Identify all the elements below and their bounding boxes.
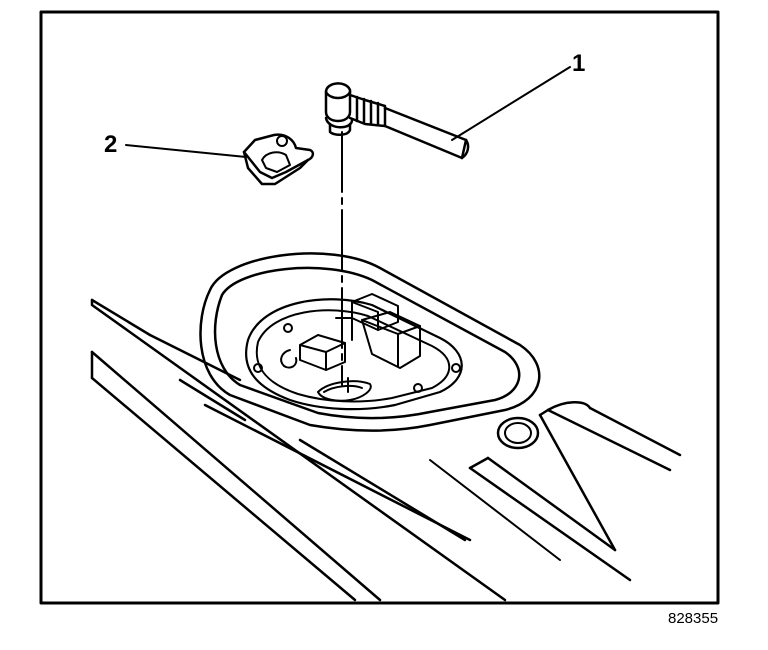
figure-id: 828355 — [668, 610, 719, 627]
module-connectors — [280, 293, 421, 402]
fuel-line-connector — [324, 82, 470, 160]
pump-module-recess — [199, 252, 541, 432]
tank-port-boss — [496, 416, 540, 450]
figure-frame — [39, 10, 720, 605]
callout-2-leader — [125, 144, 247, 158]
callout-label-2: 2 — [104, 131, 118, 158]
callout-1-leader — [451, 66, 571, 141]
callout-label-1: 1 — [572, 50, 586, 77]
fuel-tank-top — [90, 298, 682, 602]
retaining-clip — [242, 133, 315, 186]
